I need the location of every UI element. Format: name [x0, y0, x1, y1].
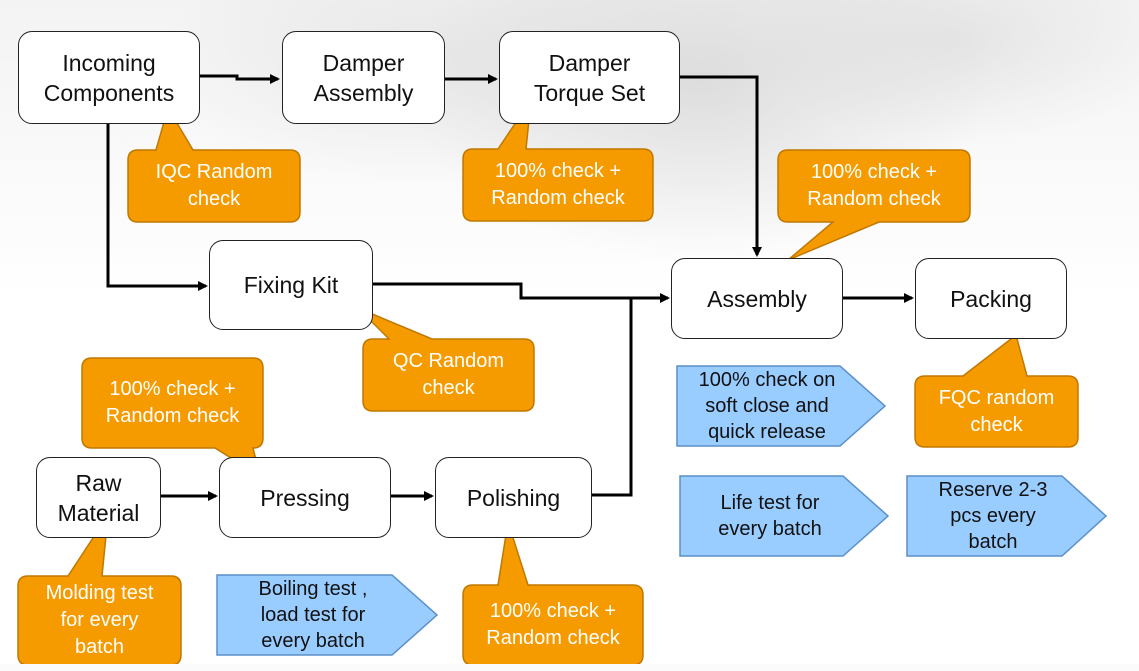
test-arrow-shape-reserve [906, 475, 1108, 557]
process-damper-torque-set: Damper Torque Set [499, 31, 680, 124]
callout-shape-assembly [777, 149, 971, 261]
process-assembly: Assembly [671, 258, 843, 339]
connector-polishing-to-assembly [592, 298, 633, 497]
process-raw-material: Raw Material [36, 457, 161, 538]
process-damper-assembly: Damper Assembly [282, 31, 445, 124]
process-packing: Packing [915, 258, 1067, 339]
callout-shape-fixing-kit [357, 307, 535, 412]
connector-incoming-to-damper-assembly [200, 74, 280, 84]
connector-fixing-kit-to-assembly [373, 282, 670, 303]
test-arrow-shape-soft-close [676, 365, 887, 447]
callout-shape-polishing [462, 521, 644, 666]
test-arrow-shape-life-test [679, 475, 890, 557]
process-incoming-components: Incoming Components [18, 31, 200, 124]
connector-incoming-to-fixing-kit [106, 124, 208, 291]
callout-shape-iqc [127, 106, 301, 223]
connector-torque-set-to-assembly [680, 75, 762, 257]
process-fixing-kit: Fixing Kit [209, 240, 373, 330]
callout-shape-torque-set [462, 99, 654, 222]
test-arrow-shape-boiling [216, 574, 439, 656]
callout-shape-fqc [914, 333, 1079, 448]
bottom-divider [0, 664, 1139, 671]
process-pressing: Pressing [219, 457, 391, 538]
process-polishing: Polishing [435, 457, 592, 538]
